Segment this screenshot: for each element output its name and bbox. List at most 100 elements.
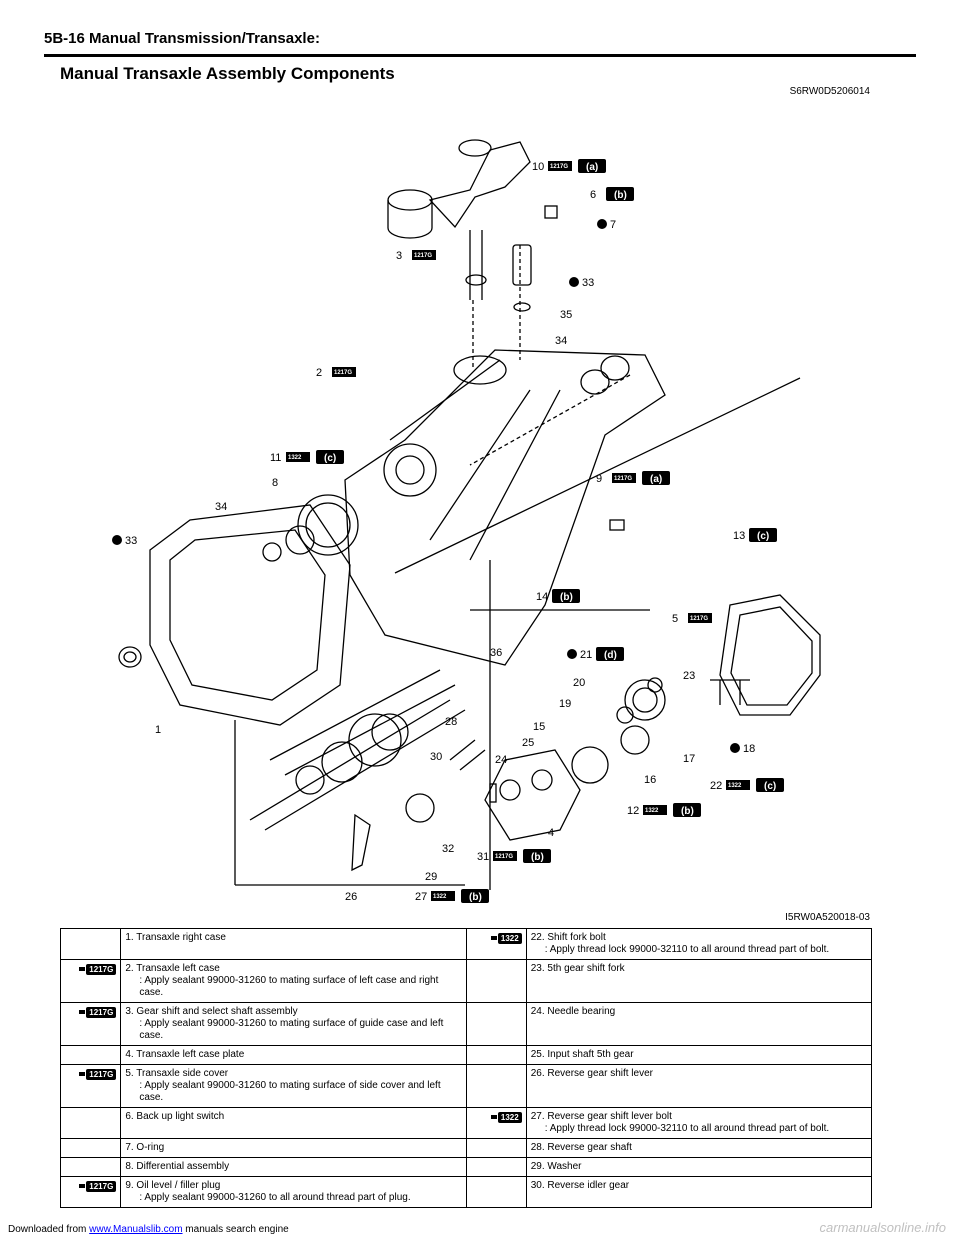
- callout-4: 4: [548, 827, 554, 839]
- footer-suffix: manuals search engine: [182, 1224, 289, 1235]
- torque-icon: (c): [757, 531, 769, 542]
- exploded-diagram: 12 1217G 3 1217G 4 5 1217G 6(b) 7 8 9 1217G (a) 10 121…: [112, 139, 821, 903]
- callout-number: 29: [425, 871, 437, 883]
- callout-number: 3: [396, 250, 402, 262]
- callout-25: 25: [522, 737, 534, 749]
- callout-33: 33: [112, 535, 137, 547]
- callout-16: 16: [644, 774, 656, 786]
- document-id: S6RW0D5206014: [789, 86, 870, 97]
- callout-number: 30: [430, 751, 442, 763]
- callout-number: 26: [345, 891, 357, 903]
- replace-part-icon: [112, 535, 122, 545]
- torque-icon: (b): [681, 806, 694, 817]
- callout-number: 11: [270, 452, 281, 464]
- sealant-icon: 1217G: [79, 1006, 117, 1018]
- callout-26: 26: [345, 891, 357, 903]
- callout-number: 36: [490, 647, 502, 659]
- callout-number: 19: [559, 698, 571, 710]
- part-description: 1. Transaxle right case: [120, 928, 467, 960]
- footer-prefix: Downloaded from: [8, 1224, 90, 1235]
- torque-icon: (c): [764, 781, 776, 792]
- callout-number: 5: [672, 613, 678, 625]
- sealant-icon: 1217G: [79, 963, 117, 975]
- callout-6: 6(b): [590, 187, 634, 201]
- sealant-icon: 1217G: [79, 1068, 117, 1080]
- callout-number: 22: [710, 780, 722, 792]
- sealant-icon: 1217G: [79, 1180, 117, 1192]
- callout-17: 17: [683, 753, 695, 765]
- header-title: 5B-16 Manual Transmission/Transaxle:: [44, 30, 320, 47]
- sealant-icon: 1217G: [614, 476, 632, 482]
- callout-number: 7: [610, 219, 616, 231]
- callout-33: 33: [569, 277, 594, 289]
- part-description: 4. Transaxle left case plate: [120, 1045, 467, 1065]
- callout-number: 28: [445, 716, 457, 728]
- replace-part-icon: [569, 277, 579, 287]
- callout-number: 25: [522, 737, 534, 749]
- callout-number: 9: [596, 473, 602, 485]
- callout-29: 29: [425, 871, 437, 883]
- callout-5: 5 1217G: [672, 613, 712, 625]
- callout-20: 20: [573, 677, 585, 689]
- part-description: 28. Reverse gear shaft: [525, 1138, 873, 1158]
- callout-number: 33: [582, 277, 594, 289]
- callout-number: 8: [272, 477, 278, 489]
- callout-15: 15: [533, 721, 545, 733]
- callout-number: 13: [733, 530, 745, 542]
- callout-number: 33: [125, 535, 137, 547]
- callout-28: 28: [445, 716, 457, 728]
- callout-18: 18: [730, 743, 755, 755]
- callout-number: 15: [533, 721, 545, 733]
- page-header: 5B-16 Manual Transmission/Transaxle:: [44, 28, 916, 57]
- part-description: 22. Shift fork bolt: Apply thread lock 9…: [525, 928, 873, 960]
- callout-number: 24: [495, 754, 507, 766]
- torque-icon: (b): [560, 592, 573, 603]
- part-description: 7. O-ring: [120, 1138, 467, 1158]
- manualslib-link[interactable]: www.Manualslib.com: [89, 1224, 183, 1235]
- callout-8: 8: [272, 477, 278, 489]
- sealant-icon: 1217G: [495, 854, 513, 860]
- callout-number: 27: [415, 891, 427, 903]
- callout-number: 4: [548, 827, 554, 839]
- callout-24: 24: [495, 754, 507, 766]
- table-row: 4. Transaxle left case plate 25. Input sh…: [59, 1045, 873, 1065]
- callout-36: 36: [490, 647, 502, 659]
- part-description: 25. Input shaft 5th gear: [525, 1045, 873, 1065]
- callout-number: 10: [532, 161, 544, 173]
- part-description: 5. Transaxle side cover: Apply sealant 9…: [120, 1064, 467, 1108]
- part-description: 23. 5th gear shift fork: [525, 959, 873, 1003]
- threadlock-icon: 1322: [490, 1111, 522, 1123]
- threadlock-icon: 1322: [433, 894, 447, 900]
- callout-number: 23: [683, 670, 695, 682]
- part-description: 3. Gear shift and select shaft assembly:…: [120, 1002, 467, 1046]
- torque-icon: (a): [586, 162, 598, 173]
- torque-icon: (c): [324, 453, 336, 464]
- sealant-icon: 1217G: [414, 253, 432, 259]
- part-description: 29. Washer: [525, 1157, 873, 1177]
- callout-number: 12: [627, 805, 639, 817]
- callout-23: 23: [683, 670, 695, 682]
- callout-3: 3 1217G: [396, 250, 436, 262]
- table-row: 7. O-ring 28. Reverse gear shaft: [59, 1138, 873, 1158]
- part-description: 30. Reverse idler gear: [525, 1176, 873, 1208]
- callout-number: 2: [316, 367, 322, 379]
- callout-number: 14: [536, 591, 548, 603]
- watermark: carmanualsonline.info: [819, 1220, 946, 1235]
- sealant-icon: 1217G: [690, 616, 708, 622]
- callout-number: 21: [580, 649, 592, 661]
- callout-21: 21(d): [567, 647, 624, 661]
- callout-number: 35: [560, 309, 572, 321]
- part-description: 6. Back up light switch: [120, 1107, 467, 1139]
- callout-7: 7: [597, 219, 616, 231]
- threadlock-icon: 1322: [490, 932, 522, 944]
- part-description: 26. Reverse gear shift lever: [525, 1064, 873, 1108]
- torque-icon: (b): [469, 892, 482, 903]
- torque-icon: (b): [614, 190, 627, 201]
- sealant-icon: 1217G: [550, 164, 568, 170]
